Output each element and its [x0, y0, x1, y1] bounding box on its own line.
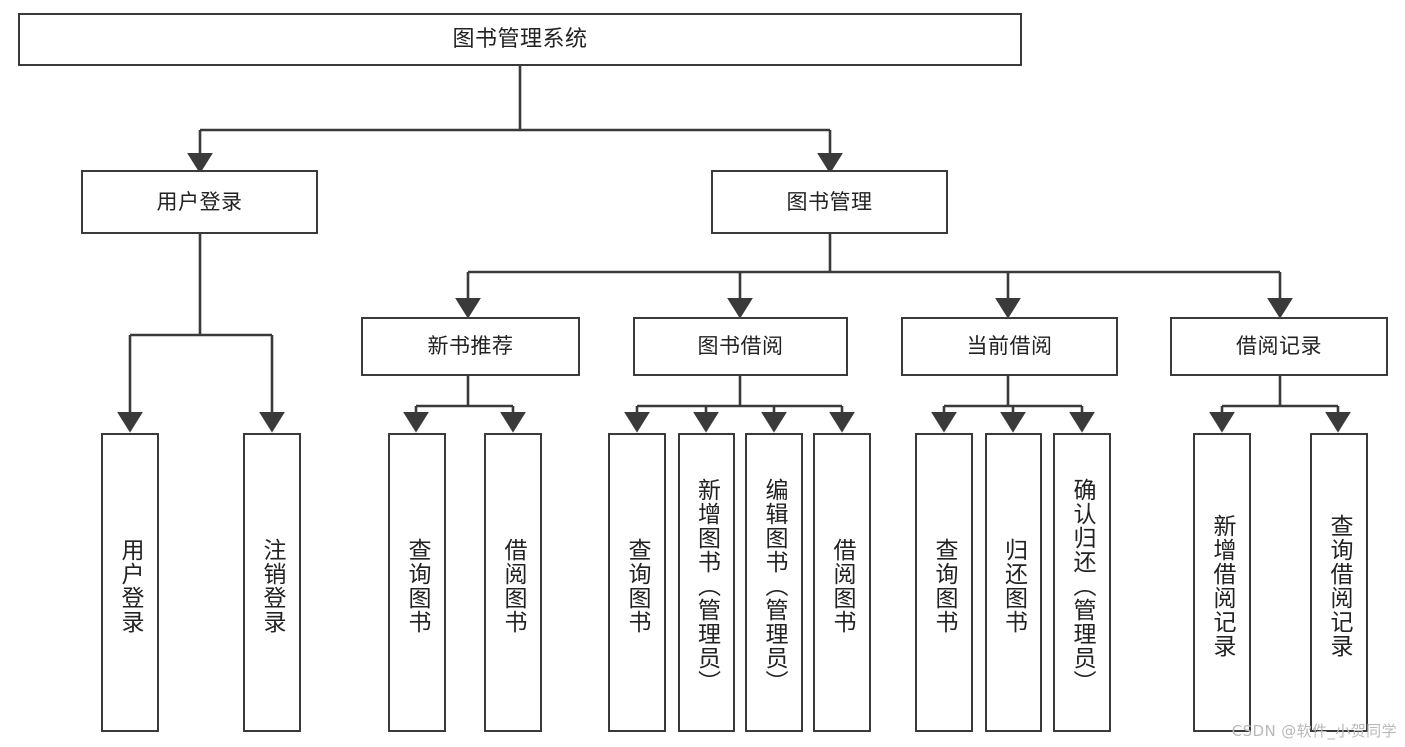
leaf-current-borrow-confirm-return-admin[interactable]: 确认归还（管理员）	[1053, 433, 1111, 732]
leaf-borrow-record-query[interactable]: 查询借阅记录	[1310, 433, 1368, 732]
node-label: 当前借阅	[966, 334, 1053, 359]
node-label: 新书推荐	[427, 334, 514, 359]
leaf-new-book-borrow[interactable]: 借阅图书	[484, 433, 542, 732]
node-label: 借阅记录	[1236, 334, 1322, 359]
node-label: 编辑图书（管理员）	[761, 477, 788, 694]
node-label: 新增借阅记录	[1209, 513, 1236, 658]
node-current-borrowing[interactable]: 当前借阅	[901, 317, 1118, 376]
node-label: 注销登录	[259, 537, 286, 634]
leaf-current-borrow-query[interactable]: 查询图书	[915, 433, 973, 732]
leaf-book-borrow-edit-admin[interactable]: 编辑图书（管理员）	[745, 433, 803, 732]
leaf-user-login-signin[interactable]: 用户登录	[101, 433, 159, 732]
leaf-new-book-query[interactable]: 查询图书	[388, 433, 446, 732]
leaf-book-borrow-borrow[interactable]: 借阅图书	[813, 433, 871, 732]
node-book-management[interactable]: 图书管理	[711, 170, 948, 234]
node-label: 借阅图书	[829, 537, 856, 634]
node-label: 确认归还（管理员）	[1069, 477, 1096, 694]
leaf-book-borrow-query[interactable]: 查询图书	[608, 433, 666, 732]
leaf-current-borrow-return[interactable]: 归还图书	[985, 433, 1042, 732]
node-label: 图书借阅	[697, 334, 784, 359]
node-label: 图书管理系统	[452, 26, 588, 52]
node-label: 归还图书	[1000, 537, 1027, 634]
node-label: 新增图书（管理员）	[693, 477, 720, 694]
node-label: 借阅图书	[500, 537, 527, 634]
node-label: 查询图书	[931, 537, 958, 634]
node-root-book-management-system[interactable]: 图书管理系统	[18, 13, 1022, 66]
node-borrowing-record[interactable]: 借阅记录	[1170, 317, 1388, 376]
node-label: 查询图书	[624, 537, 651, 634]
leaf-user-login-signout[interactable]: 注销登录	[243, 433, 301, 732]
node-label: 用户登录	[156, 189, 243, 214]
leaf-borrow-record-add[interactable]: 新增借阅记录	[1193, 433, 1251, 732]
node-label: 图书管理	[786, 189, 873, 214]
node-label: 用户登录	[117, 537, 144, 634]
node-user-login[interactable]: 用户登录	[81, 170, 318, 234]
leaf-book-borrow-add-admin[interactable]: 新增图书（管理员）	[678, 433, 735, 732]
watermark-text: CSDN @软件_小贺同学	[1231, 722, 1397, 740]
node-new-book-recommendation[interactable]: 新书推荐	[361, 317, 580, 376]
node-label: 查询图书	[404, 537, 431, 634]
node-label: 查询借阅记录	[1326, 513, 1353, 658]
node-book-borrowing[interactable]: 图书借阅	[633, 317, 848, 376]
